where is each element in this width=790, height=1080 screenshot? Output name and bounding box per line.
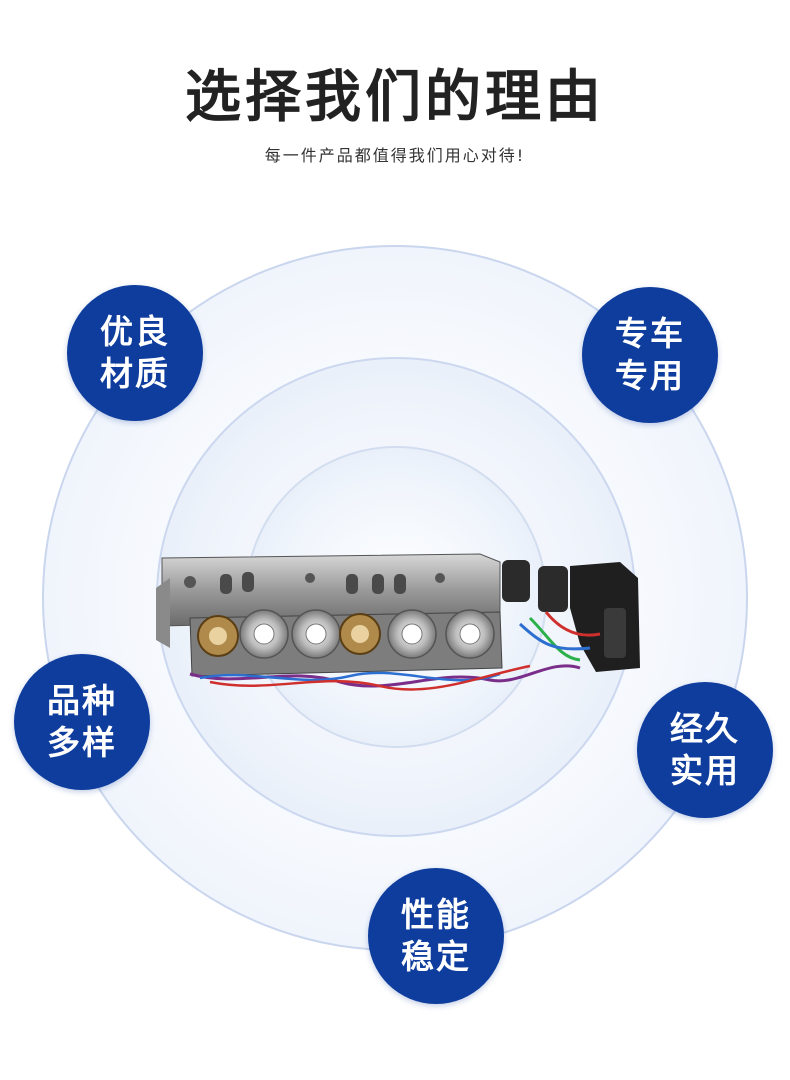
badge-line: 专用	[615, 356, 685, 395]
badge-line: 稳定	[401, 937, 471, 976]
badge-line: 性能	[401, 895, 471, 934]
badge-quality-material: 优良 材质	[67, 285, 203, 421]
badge-variety: 品种 多样	[14, 654, 150, 790]
page-subtitle: 每一件产品都值得我们用心对待!	[264, 146, 526, 165]
badge-line: 经久	[670, 709, 740, 748]
badge-line: 优良	[100, 312, 170, 351]
badge-line: 品种	[47, 681, 117, 720]
badge-line: 实用	[670, 751, 740, 790]
page-title: 选择我们的理由	[185, 65, 605, 130]
badge-line: 材质	[100, 354, 170, 393]
valve-body-product-image	[156, 553, 640, 691]
badge-line: 多样	[47, 723, 117, 762]
badge-stable-performance: 性能 稳定	[368, 868, 504, 1004]
badge-vehicle-specific: 专车 专用	[582, 287, 718, 423]
badge-durable: 经久 实用	[637, 682, 773, 818]
badge-line: 专车	[615, 314, 685, 353]
